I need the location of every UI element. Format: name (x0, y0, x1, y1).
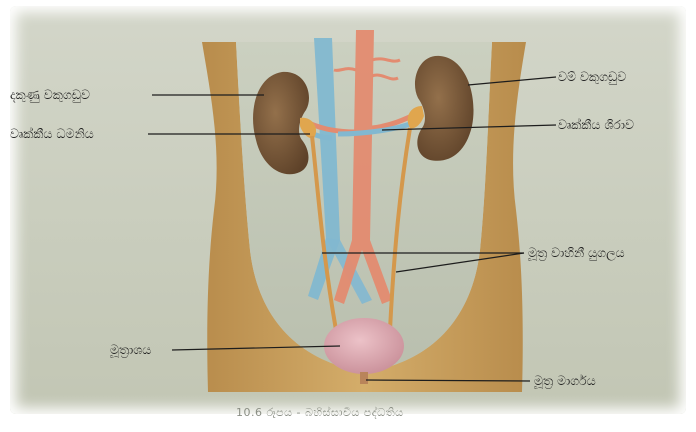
label-left-kidney: වම් වකුගඩුව (558, 70, 626, 84)
urethra (360, 372, 368, 384)
label-renal-artery: වෘක්කීය ධමනිය (10, 127, 94, 141)
label-ureters: මූත්‍ර වාහිනී යුගලය (528, 246, 625, 260)
label-bladder: මූත්‍රාශය (110, 343, 151, 357)
label-renal-vein: වෘක්කීය ශිරාව (558, 118, 634, 132)
label-urethra: මූත්‍ර මාර්ගය (534, 374, 596, 388)
label-right-kidney: දකුණු වකුගඩුව (10, 88, 90, 102)
figure-caption: 10.6 රූපය - බහිස්සාවීය පද්ධතිය (236, 406, 404, 420)
